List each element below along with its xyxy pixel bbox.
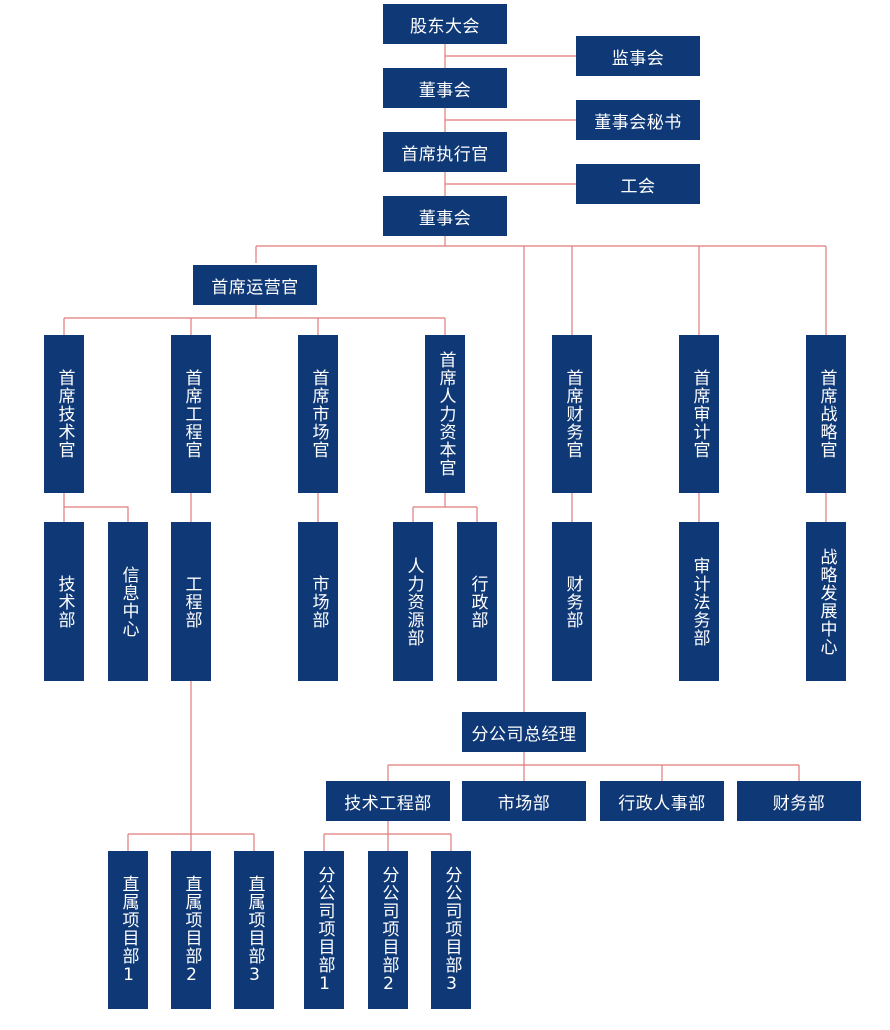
node-cfo: 首席财务官 xyxy=(552,335,592,493)
node-branch-proj-1: 分公司项目部1 xyxy=(304,851,344,1009)
node-market-dept: 市场部 xyxy=(298,522,338,681)
connector-branch-bus xyxy=(387,752,800,781)
node-label: 首席战略官 xyxy=(816,369,837,459)
node-direct-proj-1: 直属项目部1 xyxy=(108,851,148,1009)
node-label: 监事会 xyxy=(611,48,665,69)
node-board-2: 董事会 xyxy=(383,196,507,236)
node-cto: 首席技术官 xyxy=(44,335,84,493)
node-branch-finance: 财务部 xyxy=(737,781,861,821)
node-label: 首席执行官 xyxy=(401,144,489,165)
node-label: 首席审计官 xyxy=(689,369,710,459)
node-label: 首席人力资本官 xyxy=(435,351,456,477)
node-label: 董事会秘书 xyxy=(594,112,682,133)
node-label: 首席财务官 xyxy=(562,369,583,459)
node-hr-dept: 人力资源部 xyxy=(393,522,433,681)
node-label: 技术工程部 xyxy=(344,793,432,814)
connector-chro-depts xyxy=(412,493,478,522)
node-label: 信息中心 xyxy=(118,565,139,638)
node-label: 行政部 xyxy=(467,574,488,629)
node-finance-dept: 财务部 xyxy=(552,522,592,681)
node-label: 市场部 xyxy=(497,793,551,814)
node-label: 工程部 xyxy=(181,574,202,629)
node-supervisors: 监事会 xyxy=(576,36,700,76)
node-label: 行政人事部 xyxy=(618,793,706,814)
node-board-secretary: 董事会秘书 xyxy=(576,100,700,140)
node-label: 分公司项目部1 xyxy=(314,865,335,995)
node-board-1: 董事会 xyxy=(383,68,507,108)
node-label: 人力资源部 xyxy=(403,556,424,647)
node-label: 直属项目部1 xyxy=(118,874,139,986)
connector-coo-bus xyxy=(63,305,446,335)
node-cengo: 首席工程官 xyxy=(171,335,211,493)
node-label: 财务部 xyxy=(772,793,826,814)
node-label: 首席运营官 xyxy=(211,277,299,298)
node-label: 首席工程官 xyxy=(181,369,202,459)
node-cmo: 首席市场官 xyxy=(298,335,338,493)
connector-cto-depts xyxy=(63,493,129,522)
node-coo: 首席运营官 xyxy=(193,265,317,305)
node-cao: 首席审计官 xyxy=(679,335,719,493)
node-label: 股东大会 xyxy=(410,16,480,37)
node-label: 战略发展中心 xyxy=(816,547,837,656)
node-label: 市场部 xyxy=(308,574,329,629)
node-label: 分公司项目部2 xyxy=(378,865,399,995)
node-label: 直属项目部3 xyxy=(244,874,265,986)
node-label: 直属项目部2 xyxy=(181,874,202,986)
node-branch-tech-eng: 技术工程部 xyxy=(326,781,450,821)
node-cso: 首席战略官 xyxy=(806,335,846,493)
node-direct-proj-3: 直属项目部3 xyxy=(234,851,274,1009)
node-branch-gm: 分公司总经理 xyxy=(462,712,586,752)
node-ceo: 首席执行官 xyxy=(383,132,507,172)
node-admin-dept: 行政部 xyxy=(457,522,497,681)
connector-eng-projects xyxy=(127,681,255,851)
node-tech-dept: 技术部 xyxy=(44,522,84,681)
node-label: 审计法务部 xyxy=(689,556,710,647)
node-label: 首席市场官 xyxy=(308,369,329,459)
node-strategy-center: 战略发展中心 xyxy=(806,522,846,681)
node-chro: 首席人力资本官 xyxy=(425,335,465,493)
connector-board2-bus xyxy=(255,236,827,712)
node-label: 首席技术官 xyxy=(54,369,75,459)
node-branch-proj-3: 分公司项目部3 xyxy=(431,851,471,1009)
node-branch-market: 市场部 xyxy=(462,781,586,821)
node-label: 技术部 xyxy=(54,574,75,629)
node-info-center: 信息中心 xyxy=(108,522,148,681)
node-label: 工会 xyxy=(620,176,656,197)
node-direct-proj-2: 直属项目部2 xyxy=(171,851,211,1009)
node-branch-proj-2: 分公司项目部2 xyxy=(368,851,408,1009)
node-audit-legal-dept: 审计法务部 xyxy=(679,522,719,681)
node-label: 董事会 xyxy=(418,80,472,101)
connector-branch-projects xyxy=(323,821,452,851)
node-shareholders: 股东大会 xyxy=(383,4,507,44)
node-label: 董事会 xyxy=(418,208,472,229)
node-eng-dept: 工程部 xyxy=(171,522,211,681)
node-label: 财务部 xyxy=(562,574,583,629)
node-union: 工会 xyxy=(576,164,700,204)
node-branch-admin-hr: 行政人事部 xyxy=(600,781,724,821)
node-label: 分公司总经理 xyxy=(471,724,577,745)
node-label: 分公司项目部3 xyxy=(441,865,462,995)
